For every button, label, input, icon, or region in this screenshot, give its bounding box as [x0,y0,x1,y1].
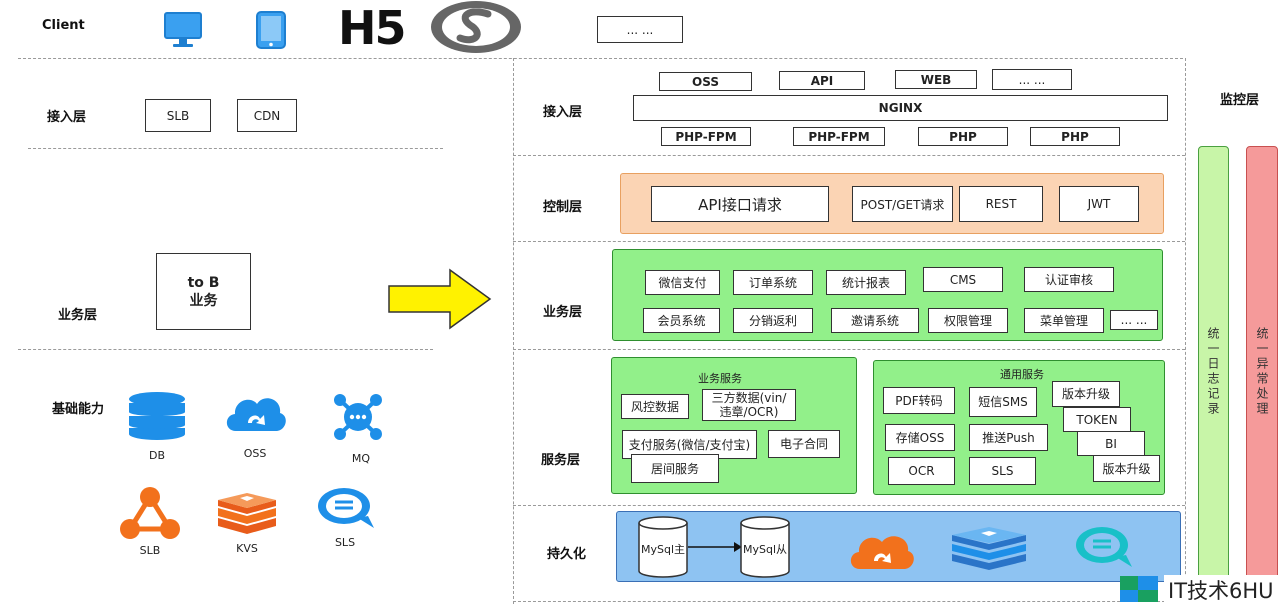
php-box: PHP [918,127,1008,146]
unified-log-text: 统一日志记录 [1206,327,1220,417]
order-system-box: 订单系统 [733,270,813,295]
nginx-box: NGINX [633,95,1168,121]
service-layer-label: 服务层 [541,453,581,468]
sms-box: 短信SMS [969,387,1037,417]
intermediary-service-box: 居间服务 [631,454,719,483]
push-box: 推送Push [969,424,1048,451]
unified-log-bar [1198,146,1229,586]
distribution-box: 分销返利 [733,308,813,333]
php-fpm-box: PHP-FPM [793,127,885,146]
risk-data-box: 风控数据 [621,394,689,419]
divider [1185,58,1186,604]
bi-box: BI [1077,431,1145,456]
storage-oss-box: 存储OSS [885,424,955,451]
token-box: TOKEN [1063,407,1131,432]
rest-box: REST [959,186,1043,222]
version-upgrade-box: 版本升级 [1052,381,1120,407]
database-icon [129,392,185,440]
mq-caption: MQ [351,452,371,465]
right-business-label: 业务层 [543,305,583,320]
kvs-stack-icon [218,493,276,534]
cms-box: CMS [923,267,1003,292]
desktop-monitor-icon [164,12,202,47]
unified-error-text: 统一异常处理 [1255,327,1269,417]
h5-label: H5 [338,1,407,55]
slb-network-icon [120,487,180,539]
permission-box: 权限管理 [928,308,1008,333]
access-oss-box: OSS [659,72,752,91]
divider [513,58,514,604]
client-label: Client [42,18,85,33]
divider [18,58,1183,59]
oss-cloud-icon [850,536,914,569]
access-api-box: API [779,71,865,90]
api-request-box: API接口请求 [651,186,829,222]
monitor-layer-label: 监控层 [1220,93,1260,108]
s-logo-icon [431,1,521,53]
menu-management-box: 菜单管理 [1024,308,1104,333]
left-business-label: 业务层 [58,308,98,323]
invite-system-box: 邀请系统 [831,308,919,333]
ocr-box: OCR [888,457,955,485]
sls-log-icon [1076,527,1132,567]
kvs-caption: KVS [236,542,258,555]
divider [28,148,443,149]
php-box: PHP [1030,127,1120,146]
wechat-pay-box: 微信支付 [645,270,720,295]
divider [513,155,1185,156]
persistence-label: 持久化 [547,547,587,562]
pdf-convert-box: PDF转码 [883,387,955,414]
mysql-slave-label: MySql从 [742,543,788,556]
version-upgrade-box: 版本升级 [1093,455,1160,482]
sls-caption: SLS [334,536,356,549]
divider [18,349,433,350]
tob-line2: 业务 [189,292,218,309]
member-system-box: 会员系统 [643,308,720,333]
access-more-box: ... ... [992,69,1072,90]
tob-business-box: to B 业务 [156,253,251,330]
e-contract-box: 电子合同 [768,430,840,458]
client-more-box: ... ... [597,16,683,43]
watermark-logo-icon [1120,576,1158,602]
business-service-title: 业务服务 [698,372,742,385]
transition-arrow-icon [388,268,492,330]
mysql-slave-cylinder [740,516,790,578]
tob-line1: to B [187,274,220,291]
mysql-master-cylinder [638,516,688,578]
stats-report-box: 统计报表 [826,270,906,295]
tablet-icon [256,11,286,49]
divider [513,505,1185,506]
watermark-text: IT技术6HU [1164,575,1278,605]
divider [513,601,1185,602]
sls-log-icon [318,488,374,528]
replication-arrow-icon [688,542,742,552]
base-capability-label: 基础能力 [52,402,105,417]
post-get-box: POST/GET请求 [852,186,953,222]
third-party-data-box: 三方数据(vin/ 违章/OCR) [702,389,796,421]
cdn-box: CDN [237,99,297,132]
mq-icon [334,394,382,440]
common-service-title: 通用服务 [1000,368,1044,381]
db-caption: DB [148,449,166,462]
business-more-box: ... ... [1110,310,1158,330]
php-fpm-box: PHP-FPM [661,127,751,146]
slb-caption: SLB [139,544,161,557]
oss-cloud-icon [226,398,286,431]
mysql-master-label: MySql主 [640,543,686,556]
access-web-box: WEB [895,70,977,89]
right-access-label: 接入层 [543,105,583,120]
divider [513,349,1185,350]
divider [513,241,1185,242]
left-access-label: 接入层 [47,110,87,125]
control-layer-label: 控制层 [543,200,583,215]
oss-caption: OSS [243,447,267,460]
sls-box: SLS [969,457,1036,485]
unified-error-bar [1246,146,1278,586]
auth-review-box: 认证审核 [1024,267,1114,292]
slb-box: SLB [145,99,211,132]
jwt-box: JWT [1059,186,1139,222]
kvs-stack-icon [952,527,1026,570]
